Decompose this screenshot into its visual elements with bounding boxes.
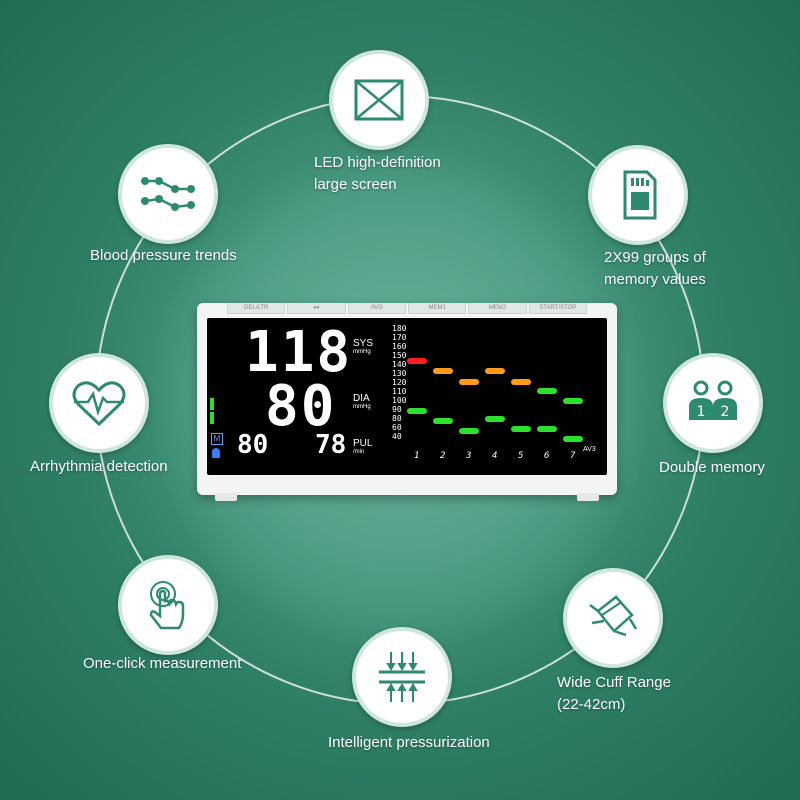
double-memory-label: Double memory [659,459,765,476]
pulse-reading: 78 [315,430,347,460]
user-button[interactable]: ♦♦ [287,303,346,314]
trends-badge [118,144,218,244]
heart-pulse-icon [72,381,126,427]
user-icon [212,448,220,458]
device-button-row: DEL/LTR ♦♦ AVG MEM1 MEM2 START/STOP [227,303,587,315]
trend-segment-sys-6 [537,388,557,394]
trend-segment-sys-3 [459,379,479,385]
cuff-badge [563,568,663,668]
level-bar-1 [210,398,214,410]
device-foot-right [577,493,599,501]
trends-label: Blood pressure trends [90,247,237,264]
trend-segment-dia-4 [485,416,505,422]
trend-segment-dia-5 [511,426,531,432]
x-tick-6: 6 [544,451,550,461]
pressurization-badge [352,627,452,727]
trend-segment-dia-3 [459,428,479,434]
start-stop-button[interactable]: START/STOP [528,303,587,314]
blood-pressure-monitor: DEL/LTR ♦♦ AVG MEM1 MEM2 START/STOP 118 … [197,303,617,501]
trend-segment-dia-1 [407,408,427,414]
x-tick-3: 3 [466,451,472,461]
memory-badge [588,145,688,245]
x-tick-2: 2 [440,451,446,461]
led-screen-badge [329,50,429,150]
sd-card-icon [623,170,657,220]
trend-segment-sys-7 [563,398,583,404]
x-tick-4: 4 [492,451,498,461]
level-bar-2 [210,412,214,424]
pul-unit: PUL/min [353,438,373,455]
average-label: AV3 [583,446,596,453]
svg-text:1: 1 [697,404,706,420]
memory-badge-icon: M [211,433,223,445]
double-memory-badge: 1 2 [663,353,763,453]
svg-text:2: 2 [721,404,730,420]
pressure-arrows-icon [379,652,425,702]
one-click-badge [118,555,218,655]
hand-press-icon [149,581,185,630]
trend-segment-dia-2 [433,418,453,424]
trend-segment-sys-1 [407,358,427,364]
x-tick-7: 7 [570,451,576,461]
mem2-button[interactable]: MEM2 [468,303,527,314]
mem1-button[interactable]: MEM1 [407,303,467,314]
sys-reading: 118 [245,320,353,385]
trend-segment-sys-2 [433,368,453,374]
trend-segment-sys-4 [485,368,505,374]
pressurization-label: Intelligent pressurization [328,734,490,751]
screen-icon [354,79,404,121]
trend-segment-sys-5 [511,379,531,385]
cuff-icon [589,595,638,637]
del-button[interactable]: DEL/LTR [227,303,286,314]
x-tick-1: 1 [414,451,420,461]
arrhythmia-badge [49,353,149,453]
cuff-label: Wide Cuff Range(22-42cm) [557,674,671,713]
memory-number: 80 [237,430,269,460]
trend-segment-dia-6 [537,426,557,432]
arrhythmia-label: Arrhythmia detection [30,458,168,475]
trend-graph-icon [141,177,195,211]
avg-button[interactable]: AVG [347,303,406,314]
x-tick-5: 5 [518,451,524,461]
dia-reading: 80 [265,374,337,439]
trend-segment-dia-7 [563,436,583,442]
one-click-label: One-click measurement [83,655,242,672]
device-foot-left [215,493,237,501]
two-users-icon: 1 2 [689,380,737,420]
